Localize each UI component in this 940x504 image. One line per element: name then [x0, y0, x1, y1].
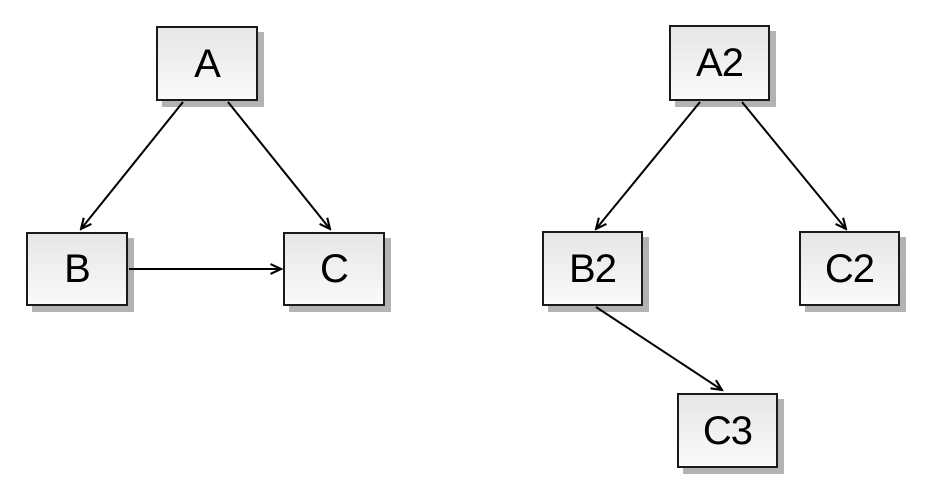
node-b: B: [26, 232, 128, 306]
node-label: A2: [696, 41, 744, 85]
node-c3: C3: [677, 393, 778, 468]
node-label: C2: [824, 246, 875, 291]
node-label: B: [64, 247, 91, 291]
node-c: C: [283, 232, 385, 306]
node-label: B2: [569, 246, 617, 291]
node-label: C: [320, 247, 349, 291]
node-a: A: [156, 26, 258, 101]
node-label: A: [194, 41, 221, 86]
node-c2: C2: [799, 231, 900, 306]
node-label: C3: [702, 408, 753, 453]
node-b2: B2: [542, 231, 643, 306]
node-a2: A2: [669, 25, 770, 101]
